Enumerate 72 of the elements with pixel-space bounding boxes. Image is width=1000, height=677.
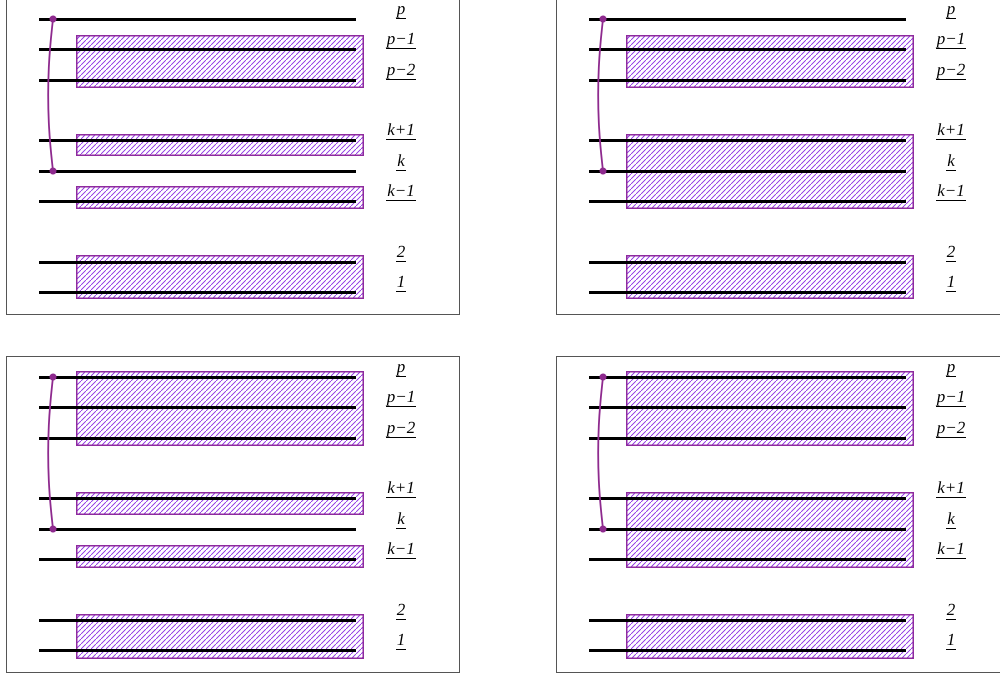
- level-line: [39, 78, 356, 82]
- level-line: [589, 406, 906, 408]
- level-label: 2: [396, 242, 406, 262]
- level-label: 1: [396, 630, 406, 650]
- level-label: 1: [396, 272, 406, 292]
- panel-frame: [6, 0, 460, 315]
- level-label: 2: [946, 242, 956, 262]
- level-line: [589, 18, 906, 20]
- level-line: [39, 376, 356, 378]
- level-line: [589, 170, 906, 172]
- level-line: [589, 496, 906, 500]
- level-label: k: [946, 151, 956, 171]
- connector-arc: [597, 374, 606, 532]
- level-line: [39, 18, 356, 20]
- level-label: k: [396, 151, 406, 171]
- level-label: k+1: [386, 478, 416, 498]
- level-label: k+1: [936, 120, 966, 140]
- level-label: k: [396, 509, 406, 529]
- level-line: [589, 260, 906, 264]
- level-label: k−1: [386, 181, 416, 201]
- level-label: k+1: [936, 478, 966, 498]
- level-label: p−2: [386, 418, 416, 438]
- level-line: [39, 170, 356, 172]
- level-line: [589, 200, 906, 202]
- level-label: p: [396, 0, 406, 19]
- level-line: [39, 200, 356, 202]
- level-label: p−2: [936, 418, 966, 438]
- level-line: [39, 138, 356, 142]
- level-label: k−1: [386, 539, 416, 559]
- panel-frame: [556, 0, 1000, 315]
- level-line: [589, 138, 906, 142]
- level-line: [589, 290, 906, 294]
- level-label: p: [946, 0, 956, 19]
- level-label: p: [946, 357, 956, 377]
- level-line: [39, 260, 356, 264]
- level-label: p−1: [936, 387, 966, 407]
- panel-frame: [6, 356, 460, 673]
- level-label: p−2: [936, 60, 966, 80]
- level-line: [589, 618, 906, 622]
- level-line: [589, 78, 906, 82]
- level-line: [589, 558, 906, 560]
- level-line: [39, 648, 356, 652]
- panel-frame: [556, 356, 1000, 673]
- level-label: 1: [946, 272, 956, 292]
- level-label: p−2: [386, 60, 416, 80]
- level-line: [39, 528, 356, 530]
- level-label: p: [396, 357, 406, 377]
- level-label: 2: [396, 600, 406, 620]
- level-line: [39, 558, 356, 560]
- level-label: k−1: [936, 181, 966, 201]
- level-label: 2: [946, 600, 956, 620]
- level-line: [589, 376, 906, 378]
- level-label: k: [946, 509, 956, 529]
- level-label: p−1: [936, 29, 966, 49]
- level-line: [589, 48, 906, 50]
- level-line: [39, 406, 356, 408]
- connector-arc: [597, 16, 606, 174]
- connector-arc: [47, 374, 56, 532]
- level-label: k+1: [386, 120, 416, 140]
- level-line: [39, 290, 356, 294]
- level-label: p−1: [386, 387, 416, 407]
- level-line: [589, 528, 906, 530]
- level-line: [39, 436, 356, 440]
- level-label: p−1: [386, 29, 416, 49]
- level-line: [39, 618, 356, 622]
- level-line: [39, 48, 356, 50]
- level-line: [589, 436, 906, 440]
- level-label: 1: [946, 630, 956, 650]
- connector-arc: [47, 16, 56, 174]
- level-line: [39, 496, 356, 500]
- level-line: [589, 648, 906, 652]
- level-label: k−1: [936, 539, 966, 559]
